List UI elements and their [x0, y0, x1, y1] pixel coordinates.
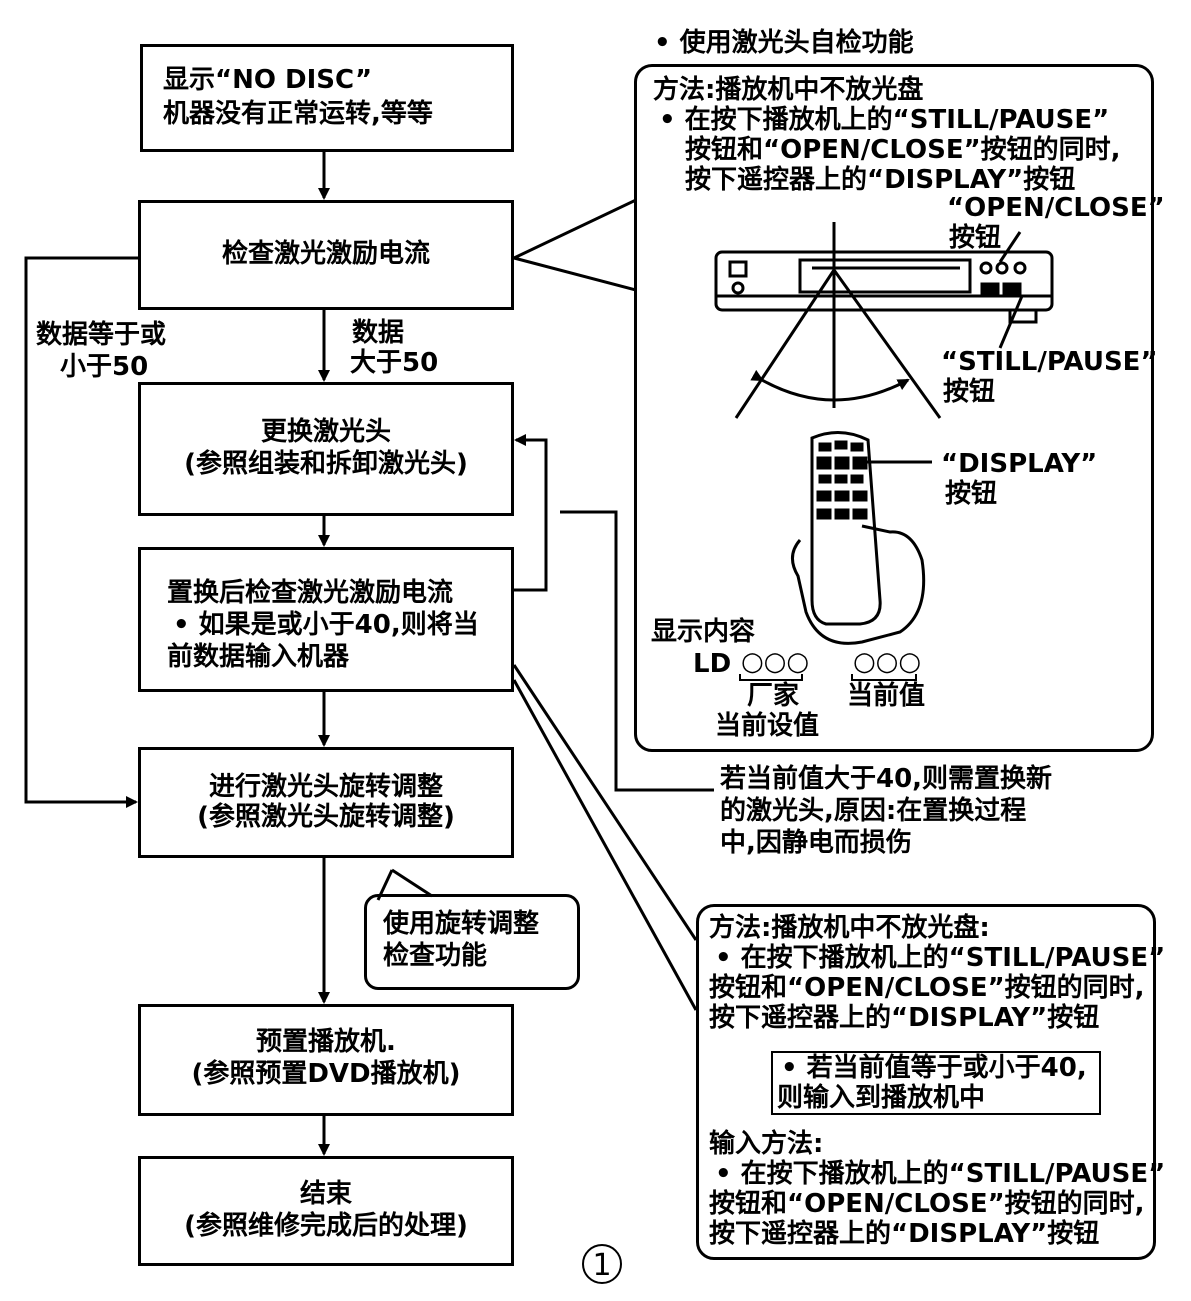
bottom-panel-input2: 按钮和“OPEN/CLOSE”按钮的同时, [709, 1189, 1145, 1219]
factory-label-2: 当前设值 [715, 711, 820, 741]
pointer-top-panel [513, 198, 637, 260]
box-rotation-adjust-line2: (参照激光头旋转调整) [197, 802, 455, 832]
arrow-loop-back [514, 434, 548, 592]
note-replace-line1: 若当前值大于40,则需置换新 [720, 764, 1053, 794]
arrow-left-branch [24, 256, 140, 808]
box-no-disc-line2: 机器没有正常运转,等等 [163, 99, 433, 129]
bottom-panel-input-title: 输入方法: [709, 1129, 824, 1159]
box-end-line2: (参照维修完成后的处理) [184, 1211, 468, 1241]
top-panel-step2: 按钮和“OPEN/CLOSE”按钮的同时, [685, 135, 1121, 165]
box-preset-player-line2: (参照预置DVD播放机) [191, 1059, 461, 1089]
branch-left-label-2: 小于50 [60, 352, 149, 382]
callout-line2: 检查功能 [383, 941, 488, 971]
bottom-panel-method: 方法:播放机中不放光盘: [709, 913, 990, 943]
label-display-1: “DISPLAY” [941, 449, 1098, 479]
bottom-panel-input1: • 在按下播放机上的“STILL/PAUSE” [715, 1159, 1166, 1189]
label-open-close-2: 按钮 [949, 223, 1002, 253]
bottom-panel-step1: • 在按下播放机上的“STILL/PAUSE” [715, 943, 1166, 973]
box-check-after-replace-line2: • 如果是或小于40,则将当 [173, 610, 479, 640]
display-digits-left: ○○○ [741, 647, 810, 677]
box-check-current: 检查激光激励电流 [138, 200, 514, 310]
bottom-panel-note1: • 若当前值等于或小于40, [781, 1053, 1087, 1083]
top-panel-step1: • 在按下播放机上的“STILL/PAUSE” [659, 105, 1110, 135]
box-check-after-replace-line3: 前数据输入机器 [167, 642, 350, 672]
label-still-pause-1: “STILL/PAUSE” [941, 347, 1158, 377]
callout-line1: 使用旋转调整 [383, 909, 540, 939]
box-no-disc-line1: 显示“NO DISC” [163, 65, 373, 95]
bottom-panel-input3: 按下遥控器上的“DISPLAY”按钮 [709, 1219, 1100, 1249]
callout-rotation-check: 使用旋转调整 检查功能 [364, 894, 580, 990]
box-rotation-adjust: 进行激光头旋转调整 (参照激光头旋转调整) [138, 747, 514, 858]
box-replace-head-line2: (参照组装和拆卸激光头) [184, 449, 468, 479]
top-panel-step3: 按下遥控器上的“DISPLAY”按钮 [685, 165, 1076, 195]
note-replace-line2: 的激光头,原因:在置换过程 [720, 796, 1027, 826]
current-label: 当前值 [847, 681, 926, 711]
factory-label-1: 厂家 [747, 681, 800, 711]
top-panel-header: • 使用激光头自检功能 [654, 28, 914, 58]
label-still-pause-2: 按钮 [943, 377, 996, 407]
bottom-panel-note-box: • 若当前值等于或小于40, 则输入到播放机中 [771, 1051, 1101, 1115]
display-ld: LD [693, 649, 732, 679]
note-replace-line3: 中,因静电而损伤 [720, 828, 912, 858]
branch-down-label-1: 数据 [352, 318, 405, 348]
box-check-after-replace-line1: 置换后检查激光激励电流 [167, 578, 454, 608]
display-digits-right: ○○○ [853, 647, 922, 677]
box-preset-player-line1: 预置播放机. [256, 1027, 396, 1057]
dvd-player-illustration [714, 222, 1054, 419]
box-no-disc: 显示“NO DISC” 机器没有正常运转,等等 [140, 44, 514, 152]
box-check-current-label: 检查激光激励电流 [221, 239, 430, 269]
bottom-panel-note2: 则输入到播放机中 [777, 1083, 986, 1113]
box-end-line1: 结束 [299, 1179, 352, 1209]
top-panel-method: 方法:播放机中不放光盘 [653, 75, 924, 105]
box-end: 结束 (参照维修完成后的处理) [138, 1156, 514, 1266]
box-preset-player: 预置播放机. (参照预置DVD播放机) [138, 1004, 514, 1116]
display-contents-title: 显示内容 [651, 617, 756, 647]
label-display-2: 按钮 [945, 479, 998, 509]
bottom-panel-step2: 按钮和“OPEN/CLOSE”按钮的同时, [709, 973, 1145, 1003]
figure-number: 1 [582, 1244, 622, 1284]
box-replace-head: 更换激光头 (参照组装和拆卸激光头) [138, 382, 514, 516]
branch-down-label-2: 大于50 [350, 348, 439, 378]
box-replace-head-line1: 更换激光头 [260, 417, 391, 447]
bottom-panel-step3: 按下遥控器上的“DISPLAY”按钮 [709, 1003, 1100, 1033]
bottom-panel: 方法:播放机中不放光盘: • 在按下播放机上的“STILL/PAUSE” 按钮和… [696, 904, 1165, 1260]
box-check-after-replace: 置换后检查激光激励电流 • 如果是或小于40,则将当 前数据输入机器 [138, 547, 514, 692]
label-open-close-1: “OPEN/CLOSE” [947, 193, 1165, 223]
box-rotation-adjust-line1: 进行激光头旋转调整 [208, 772, 443, 802]
pointer-bottom-panel [512, 664, 698, 941]
pointer-note-replace [560, 510, 714, 792]
top-panel: 方法:播放机中不放光盘 • 在按下播放机上的“STILL/PAUSE” 按钮和“… [634, 64, 1165, 752]
branch-left-label-1: 数据等于或 [36, 320, 167, 350]
remote-illustration [791, 431, 932, 645]
